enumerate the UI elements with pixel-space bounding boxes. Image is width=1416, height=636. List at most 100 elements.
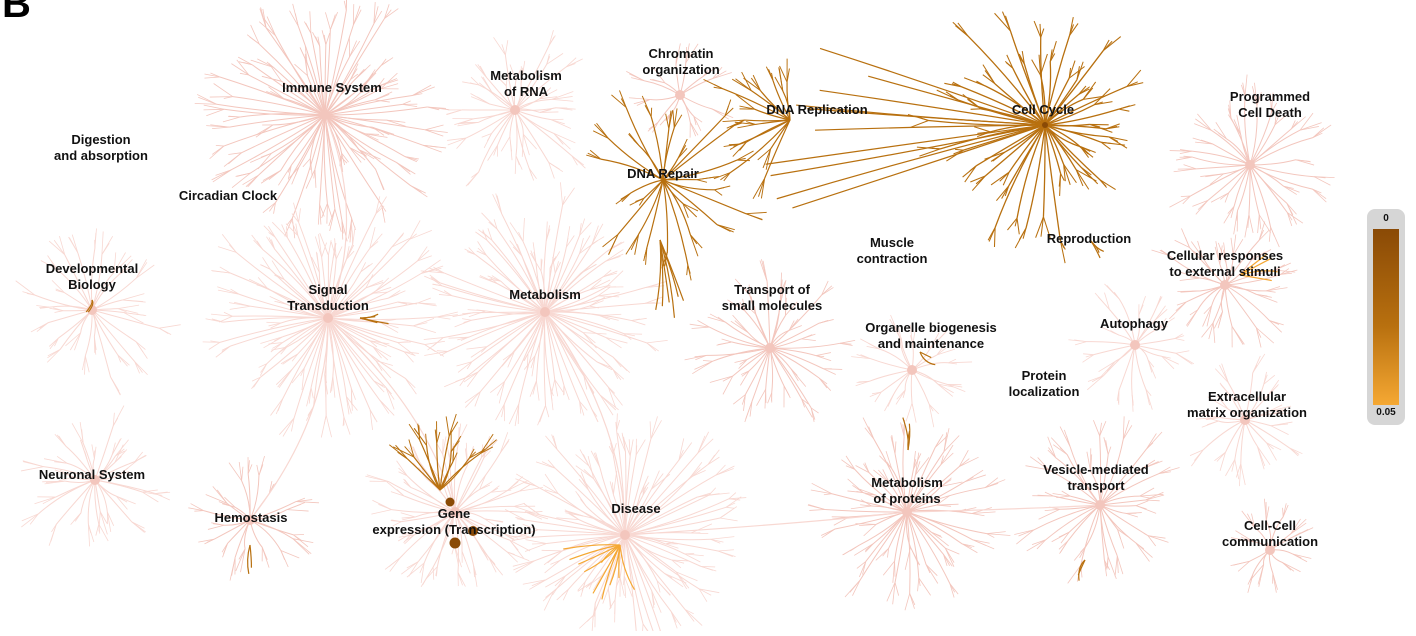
faint-branch-programmed-cell-death-twig xyxy=(1314,177,1334,178)
dna-replication-branch xyxy=(765,120,790,178)
faint-branch-metabolism-twig xyxy=(592,410,598,422)
pathway-label-dna-replication[interactable]: DNA Replication xyxy=(766,102,867,118)
faint-branch-metabolism-of-proteins-twig xyxy=(848,479,864,493)
pathway-label-vesicle-mediated-transport[interactable]: Vesicle-mediated transport xyxy=(1043,462,1149,494)
faint-branch-hemostasis-twig xyxy=(262,547,267,559)
faint-branch-signal-transduction-twig xyxy=(410,230,432,239)
faint-branch-metabolism-of-rna-twig xyxy=(468,172,479,185)
faint-branch-metabolism-of-rna-twig xyxy=(502,44,506,55)
pathway-label-developmental-biology[interactable]: Developmental Biology xyxy=(46,261,138,293)
faint-branch-gene-expression-twig xyxy=(473,565,474,577)
faint-branch-disease-twig xyxy=(720,518,737,521)
faint-branch-disease-twig xyxy=(711,537,735,540)
faint-branch-metabolism-of-proteins-twig xyxy=(926,565,930,573)
faint-branch-immune-system-twig xyxy=(315,169,316,188)
faint-branch-disease-twig xyxy=(698,439,713,453)
faint-branch-signal-transduction-twig xyxy=(209,342,220,349)
pathway-label-digestion-and-absorption[interactable]: Digestion and absorption xyxy=(54,132,148,164)
pathway-label-immune-system[interactable]: Immune System xyxy=(282,80,382,96)
pathway-label-cellular-responses[interactable]: Cellular responses to external stimuli xyxy=(1167,248,1283,280)
dna-replication-branch-twig xyxy=(737,124,755,127)
faint-branch-metabolism-of-rna-twig xyxy=(488,145,498,161)
pathway-label-dna-repair[interactable]: DNA Repair xyxy=(627,166,699,182)
faint-branch-autophagy-twig xyxy=(1162,356,1174,369)
pathway-label-muscle-contraction[interactable]: Muscle contraction xyxy=(857,235,928,267)
faint-hub-vesicle-mediated-transport xyxy=(1095,500,1105,510)
pathway-label-gene-expression[interactable]: Gene expression (Transcription) xyxy=(372,506,535,538)
faint-branch-signal-transduction-twig xyxy=(333,377,335,398)
faint-hub-chromatin-organization xyxy=(675,90,685,100)
faint-branch-metabolism-twig xyxy=(560,182,562,205)
faint-branch-vesicle-mediated-transport-twig xyxy=(1108,447,1111,455)
pathway-label-metabolism-of-proteins[interactable]: Metabolism of proteins xyxy=(871,475,943,507)
faint-branch-metabolism-of-proteins-twig xyxy=(893,561,895,583)
dna-replication-branch-twig xyxy=(729,144,739,145)
pathway-label-metabolism[interactable]: Metabolism xyxy=(509,287,581,303)
faint-branch-autophagy-twig xyxy=(1107,285,1120,299)
faint-branch-signal-transduction-twig xyxy=(266,322,281,323)
faint-branch-signal-transduction-twig xyxy=(418,298,431,303)
faint-branch-developmental-biology-twig xyxy=(111,377,121,395)
faint-branch-programmed-cell-death-twig xyxy=(1224,206,1234,223)
pathway-label-reproduction[interactable]: Reproduction xyxy=(1047,231,1132,247)
faint-branch-disease-twig xyxy=(716,466,735,475)
faint-branch-transport-small-molecules-twig xyxy=(718,342,732,345)
pathway-label-protein-localization[interactable]: Protein localization xyxy=(1009,368,1080,400)
pathway-label-cell-cycle[interactable]: Cell Cycle xyxy=(1012,102,1074,118)
faint-branch-extracellular-matrix-twig xyxy=(1253,356,1261,373)
faint-branch-metabolism-of-rna-twig xyxy=(522,134,523,157)
cell-cycle-branch-twig xyxy=(974,127,990,132)
pathway-label-autophagy[interactable]: Autophagy xyxy=(1100,316,1168,332)
faint-branch-cell-cell-communication-twig xyxy=(1293,554,1312,558)
faint-branch-vesicle-mediated-transport-twig xyxy=(1074,546,1086,561)
faint-branch-signal-transduction-twig xyxy=(299,208,301,222)
gene-expression-branch-twig xyxy=(446,416,449,436)
faint-hub-immune-system xyxy=(320,110,330,120)
faint-branch-chromatin-organization-twig xyxy=(712,109,722,113)
cell-cycle-long-branch xyxy=(766,125,1045,164)
faint-branch-gene-expression xyxy=(455,453,500,512)
faint-branch-metabolism-of-proteins-twig xyxy=(910,547,918,564)
faint-branch-vesicle-mediated-transport-twig xyxy=(1159,468,1180,474)
pathway-label-programmed-cell-death[interactable]: Programmed Cell Death xyxy=(1230,89,1310,121)
pathway-label-disease[interactable]: Disease xyxy=(611,501,660,517)
pathway-label-neuronal-system[interactable]: Neuronal System xyxy=(39,467,145,483)
faint-branch-immune-system-twig xyxy=(206,109,224,115)
dna-repair-branch-twig xyxy=(678,145,686,158)
pathway-label-hemostasis[interactable]: Hemostasis xyxy=(215,510,288,526)
faint-branch-autophagy-twig xyxy=(1083,354,1094,355)
pathway-label-organelle-biogenesis[interactable]: Organelle biogenesis and maintenance xyxy=(865,320,997,352)
pathway-label-cell-cell-communication[interactable]: Cell-Cell communication xyxy=(1222,518,1318,550)
faint-branch-metabolism-twig xyxy=(605,256,620,261)
faint-branch-transport-small-molecules-twig xyxy=(802,334,816,339)
faint-branch-cellular-responses-twig xyxy=(1213,323,1215,343)
faint-hub-signal-transduction xyxy=(323,313,333,323)
faint-branch-immune-system-twig xyxy=(303,159,310,167)
faint-branch-transport-small-molecules-twig xyxy=(822,286,832,295)
faint-branch-immune-system-twig xyxy=(246,175,259,187)
faint-branch-disease-twig xyxy=(650,421,651,439)
faint-branch-transport-small-molecules-twig xyxy=(819,321,828,324)
pathway-label-chromatin-organization[interactable]: Chromatin organization xyxy=(642,46,719,78)
faint-branch-vesicle-mediated-transport-twig xyxy=(1027,540,1046,551)
faint-hub-programmed-cell-death xyxy=(1245,160,1255,170)
faint-branch-metabolism-of-rna-twig xyxy=(446,110,462,115)
cell-cycle-hub xyxy=(1042,122,1048,128)
pathway-label-metabolism-of-rna[interactable]: Metabolism of RNA xyxy=(490,68,562,100)
faint-branch-metabolism-of-proteins-twig xyxy=(876,548,889,560)
faint-branch-developmental-biology-twig xyxy=(47,350,60,363)
faint-branch-developmental-biology-twig xyxy=(102,231,103,254)
faint-branch-disease-twig xyxy=(579,616,593,629)
faint-branch-metabolism-of-proteins xyxy=(907,512,962,544)
dna-repair-branch-twig xyxy=(690,235,696,244)
faint-branch-transport-small-molecules-twig xyxy=(692,361,712,374)
dna-repair-branch-twig xyxy=(593,131,608,138)
faint-hub-metabolism-of-rna xyxy=(510,105,520,115)
faint-branch-metabolism-of-rna-twig xyxy=(549,36,555,46)
pathway-label-circadian-clock[interactable]: Circadian Clock xyxy=(179,188,277,204)
faint-branch-metabolism-twig xyxy=(564,385,569,400)
pathway-label-transport-of-small-molecules[interactable]: Transport of small molecules xyxy=(722,282,822,314)
pathway-label-extracellular-matrix-organization[interactable]: Extracellular matrix organization xyxy=(1187,389,1307,421)
pathway-label-signal-transduction[interactable]: Signal Transduction xyxy=(287,282,369,314)
faint-branch-metabolism-of-proteins-twig xyxy=(918,578,919,591)
